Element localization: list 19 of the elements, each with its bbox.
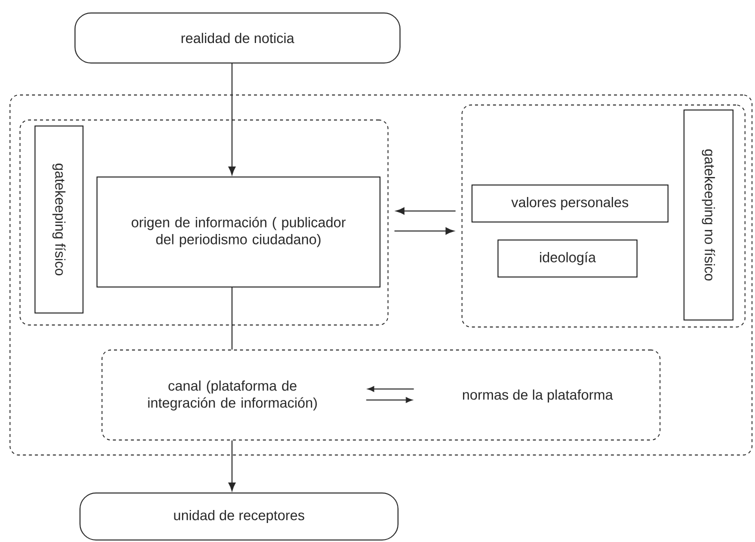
arrow <box>228 63 236 176</box>
dashed-group-box <box>462 104 746 328</box>
label-box: gatekeeping no físico <box>684 110 734 320</box>
process-box: origen de información ( publicador del periodismo ciudadano) <box>96 176 380 288</box>
dashed-group-box <box>20 120 388 326</box>
arrow <box>368 386 414 392</box>
label-box: gatekeeping físico <box>34 126 84 314</box>
arrow <box>228 440 236 492</box>
arrow <box>366 397 412 403</box>
terminal-box: realidad de noticia <box>74 12 400 64</box>
process-box: ideología <box>498 240 638 278</box>
arrow <box>396 207 456 215</box>
terminal-box: unidad de receptores <box>80 492 398 540</box>
dashed-group-box <box>102 350 660 440</box>
node-text: canal (plataforma de integración de información) <box>148 380 317 411</box>
process-box: valores personales <box>472 184 668 222</box>
dashed-group-box <box>10 94 752 456</box>
node-text: normas de la plataforma <box>462 389 613 403</box>
arrow <box>394 227 454 235</box>
